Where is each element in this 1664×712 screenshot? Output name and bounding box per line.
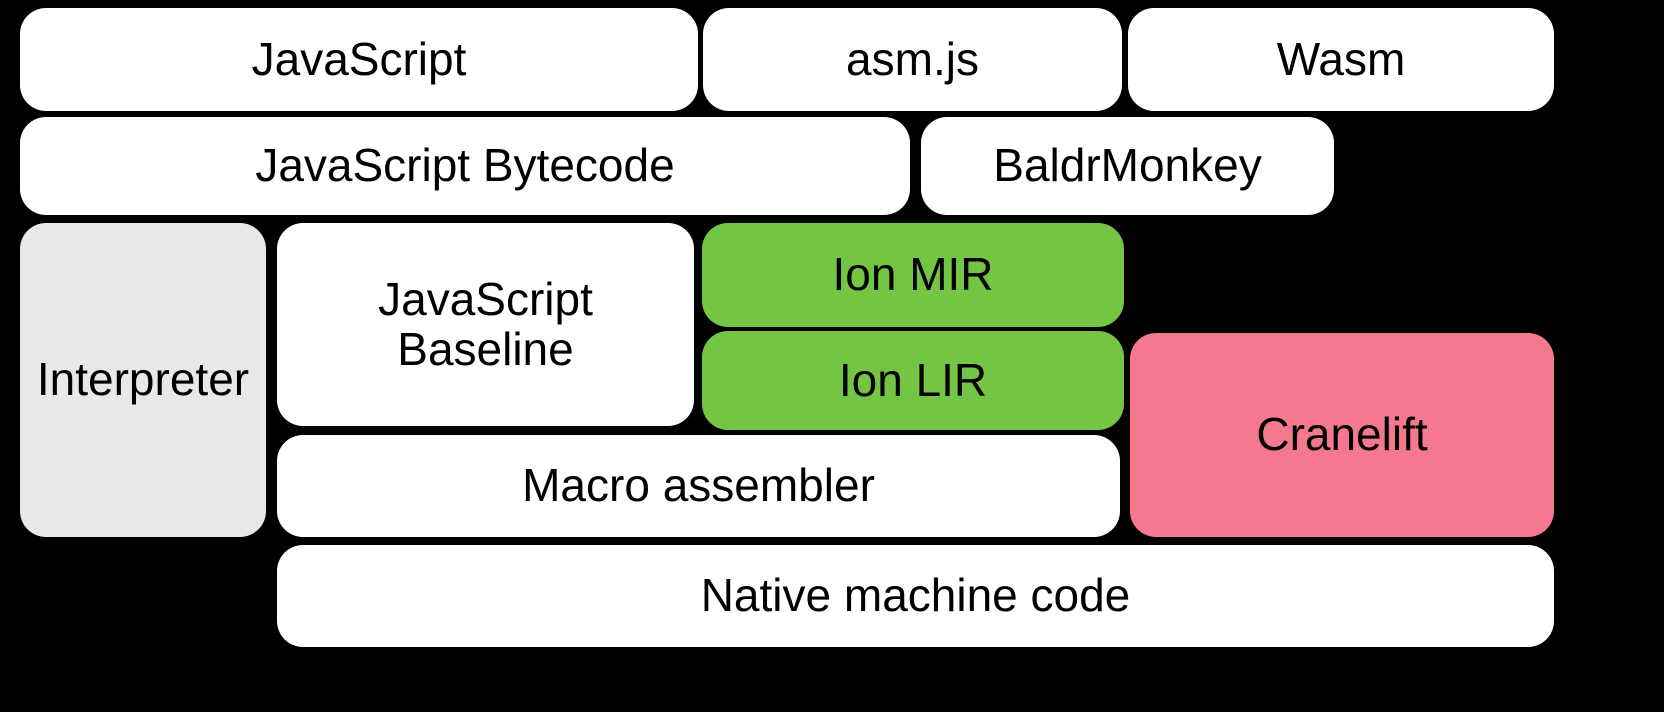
node-native-machine-code: Native machine code: [277, 545, 1554, 647]
node-javascript-bytecode: JavaScript Bytecode: [20, 117, 910, 215]
node-ion-mir: Ion MIR: [702, 223, 1124, 327]
node-interpreter: Interpreter: [20, 223, 266, 537]
node-cranelift: Cranelift: [1130, 333, 1554, 537]
node-asmjs: asm.js: [703, 8, 1122, 111]
node-javascript: JavaScript: [20, 8, 698, 111]
node-ion-lir: Ion LIR: [702, 331, 1124, 430]
node-macro-assembler: Macro assembler: [277, 435, 1120, 537]
node-baldrmonkey: BaldrMonkey: [921, 117, 1334, 215]
node-javascript-baseline: JavaScript Baseline: [277, 223, 694, 426]
node-wasm: Wasm: [1128, 8, 1554, 111]
